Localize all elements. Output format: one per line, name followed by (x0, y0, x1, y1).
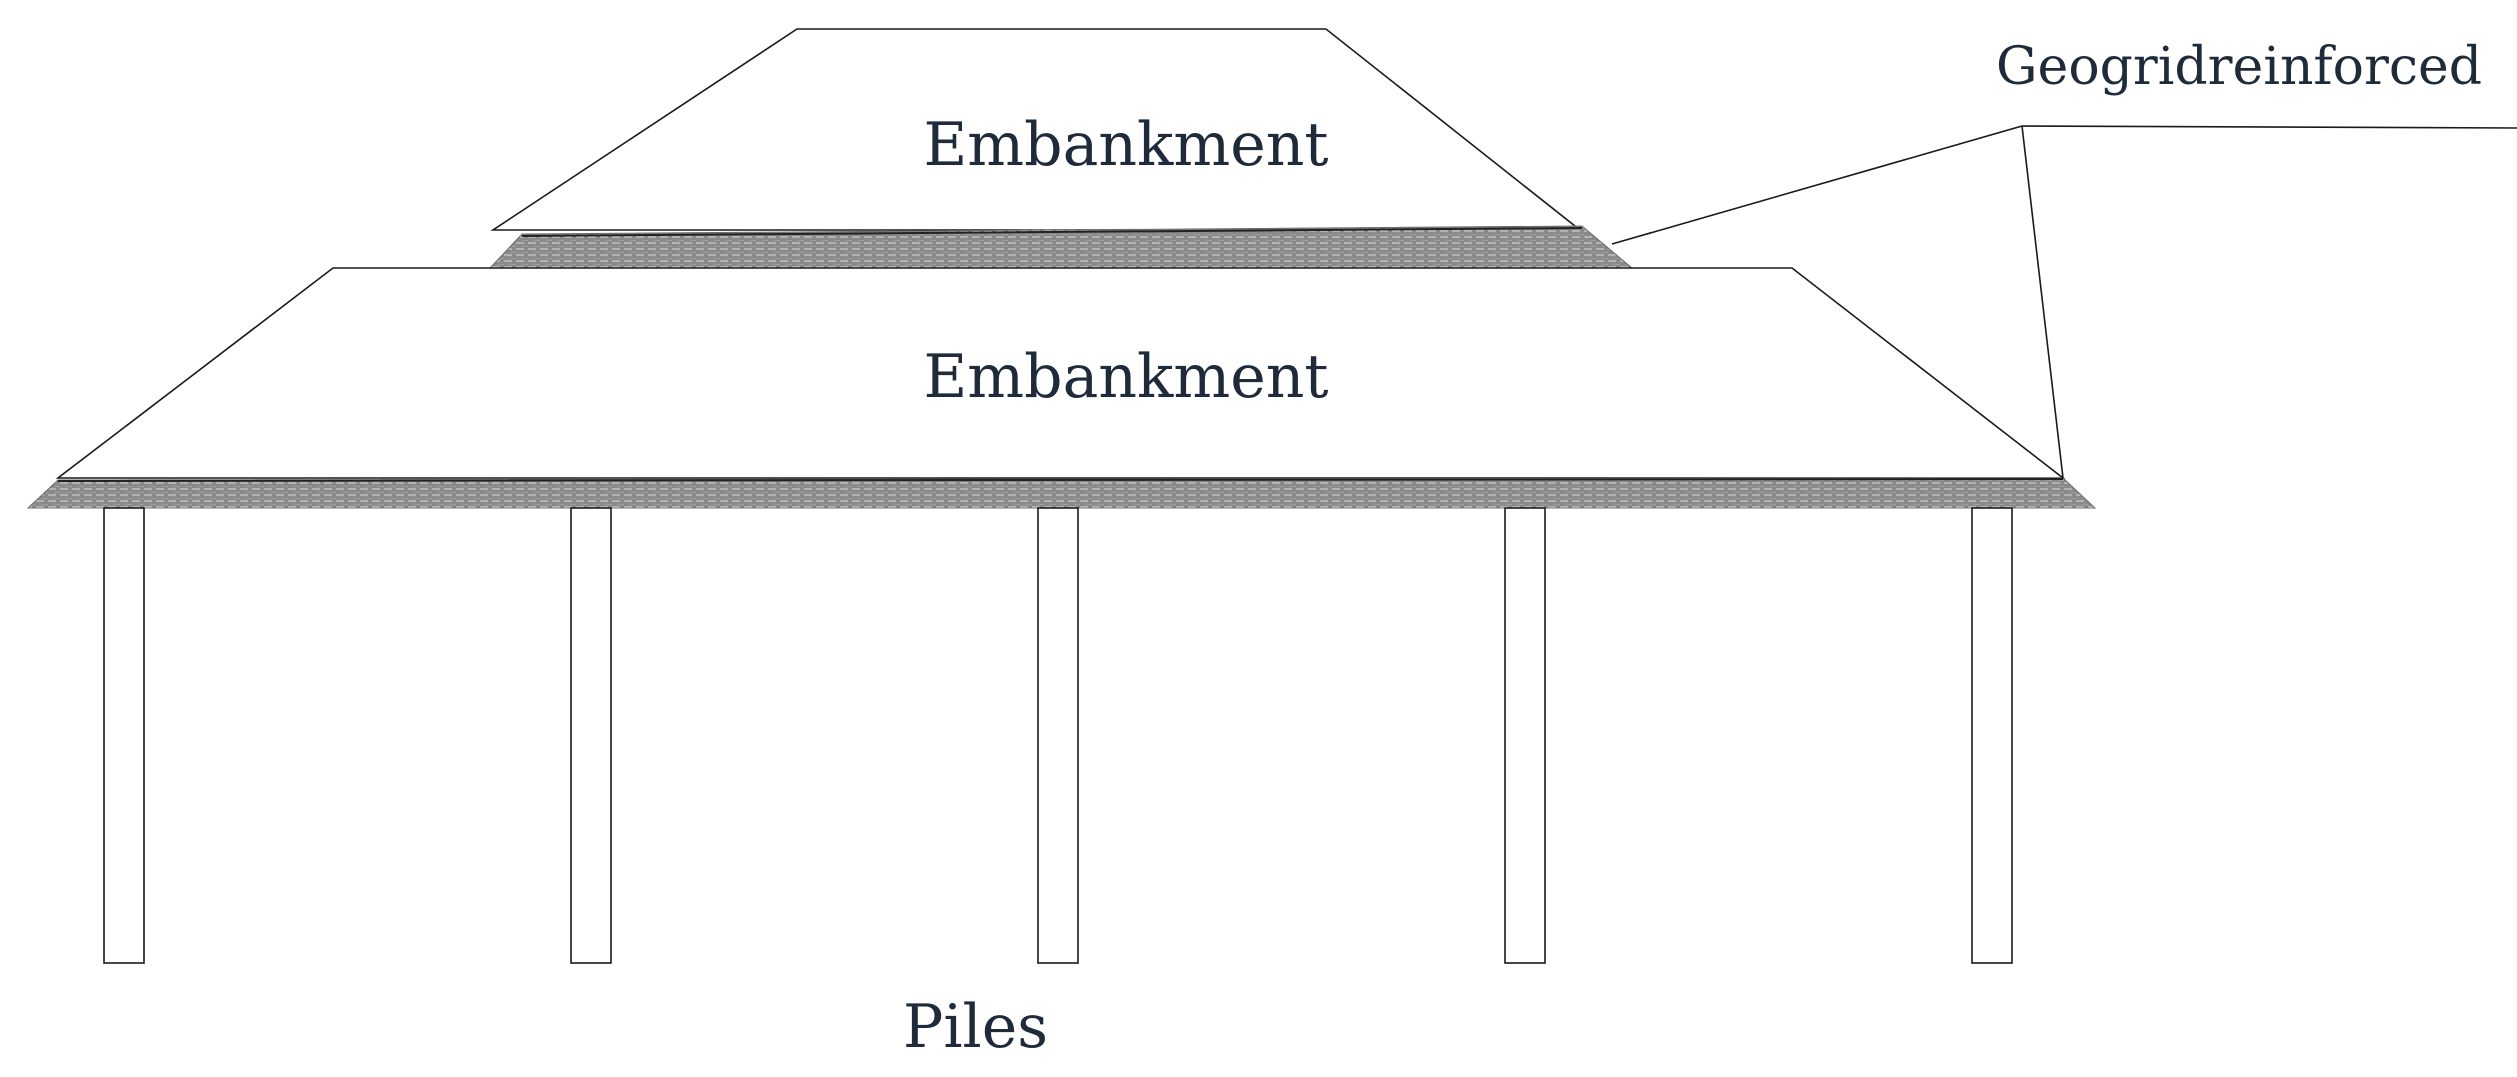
pile (1037, 507, 1079, 964)
geogrid-label: Geogridreinforced (1996, 37, 2482, 97)
geogrid-leader-upper (1611, 125, 2517, 245)
pile (1971, 507, 2013, 964)
piles-group (103, 507, 2013, 964)
pile (570, 507, 612, 964)
lower-geogrid-top-line (57, 478, 2064, 482)
pile (1504, 507, 1546, 964)
lower-embankment-label: Embankment (923, 342, 1328, 412)
piles-label: Piles (903, 992, 1048, 1062)
pile (103, 507, 145, 964)
upper-geogrid-top-line (521, 227, 1583, 237)
geogrid-leader-lower (2021, 125, 2064, 479)
upper-embankment-label: Embankment (923, 110, 1328, 180)
lower-geogrid-layer (26, 477, 2097, 509)
